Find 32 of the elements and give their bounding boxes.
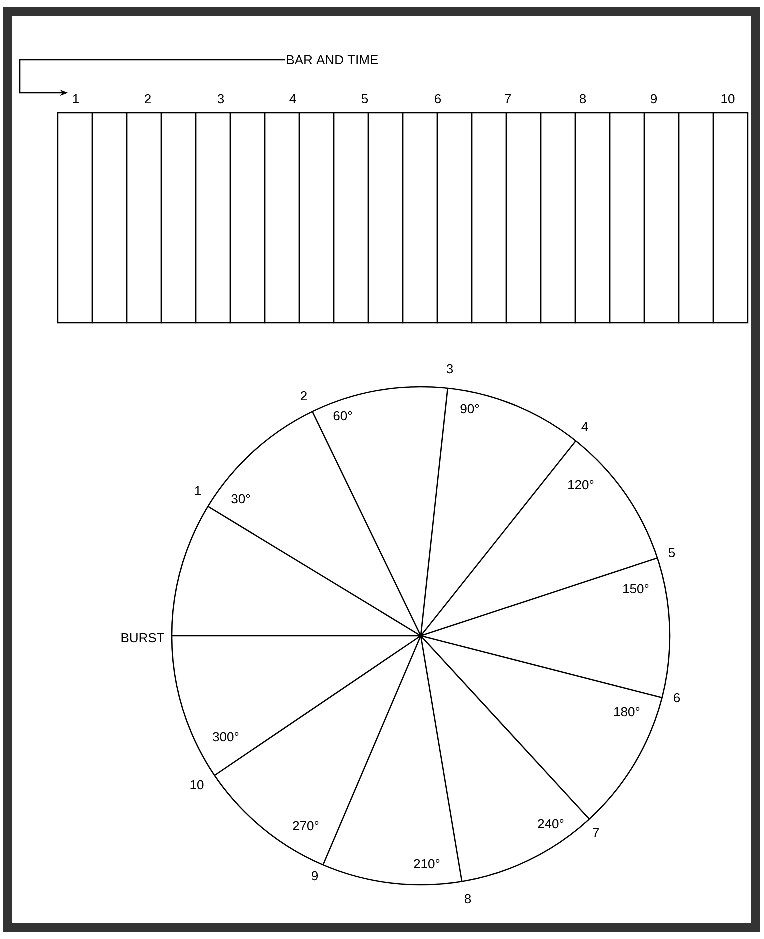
bar-number: 5 (362, 94, 368, 104)
angle-label: 90° (460, 404, 480, 414)
phase-number: 4 (582, 422, 588, 432)
phase-number: 3 (446, 364, 454, 374)
bar-number: 7 (505, 94, 511, 104)
bar-number: 2 (145, 94, 151, 104)
angle-label: 120° (568, 480, 594, 490)
angle-label: 300° (213, 732, 239, 742)
phase-number: 2 (301, 391, 307, 401)
angle-label: 270° (293, 821, 319, 831)
bar-number: 4 (290, 94, 296, 104)
angle-label: 30° (232, 494, 250, 504)
bar-number: 8 (580, 94, 586, 104)
bar-number: 10 (722, 94, 735, 104)
bar-number: 1 (73, 94, 79, 104)
angle-label: 60° (334, 411, 352, 421)
phase-number: 9 (312, 871, 318, 881)
angle-label: 180° (614, 707, 640, 717)
phase-number: 6 (674, 693, 680, 703)
angle-label: 210° (414, 859, 440, 869)
phase-number: 8 (464, 894, 472, 904)
phase-number: 5 (668, 548, 676, 558)
bar-number: 9 (651, 94, 657, 104)
phase-number: 1 (195, 486, 201, 496)
angle-label: 240° (538, 819, 564, 829)
burst-label: BURST (122, 633, 164, 643)
phase-number: 7 (593, 828, 599, 838)
angle-label: 150° (624, 584, 649, 594)
phase-number: 10 (190, 780, 204, 790)
bar-number: 3 (218, 94, 224, 104)
bar-number: 6 (435, 94, 442, 104)
heading-label: BAR AND TIME (287, 56, 378, 64)
